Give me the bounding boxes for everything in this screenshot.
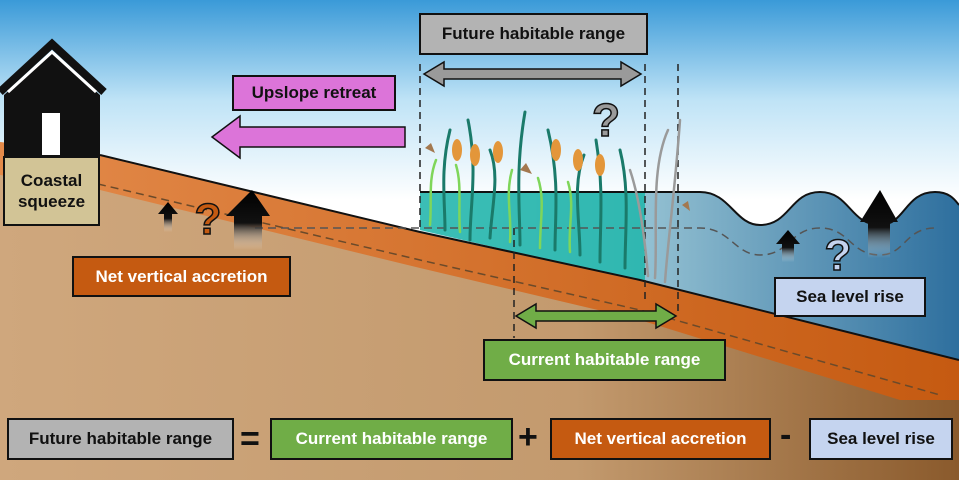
upslope-retreat-label: Upslope retreat	[232, 75, 396, 111]
equation-term-net-vertical-accretion: Net vertical accretion	[550, 418, 771, 460]
sea-level-arrows	[776, 190, 898, 262]
net-vertical-accretion-label: Net vertical accretion	[72, 256, 291, 297]
equals-sign: =	[240, 420, 260, 458]
marsh-vegetation	[425, 110, 690, 284]
equation-term-future-range: Future habitable range	[7, 418, 234, 460]
question-mark-sea-level: ?	[825, 231, 852, 280]
future-range-label: Future habitable range	[419, 13, 648, 55]
sea-level-rise-label: Sea level rise	[774, 277, 926, 317]
question-mark-accretion: ?	[195, 195, 222, 244]
question-mark-future: ?	[592, 94, 620, 146]
equation-term-sea-level-rise: Sea level rise	[809, 418, 953, 460]
coastal-squeeze-label: Coastal squeeze	[3, 156, 100, 226]
house-icon	[0, 38, 107, 158]
future-range-arrow	[422, 60, 643, 88]
current-range-label: Current habitable range	[483, 339, 726, 381]
accretion-arrows	[158, 190, 270, 250]
equation-term-current-range: Current habitable range	[270, 418, 513, 460]
minus-sign: -	[780, 416, 792, 454]
range-boundaries	[419, 64, 679, 338]
current-range-arrow	[514, 302, 678, 330]
marsh-water	[420, 192, 645, 282]
plus-sign: +	[518, 418, 538, 456]
upslope-retreat-arrow	[210, 114, 406, 160]
